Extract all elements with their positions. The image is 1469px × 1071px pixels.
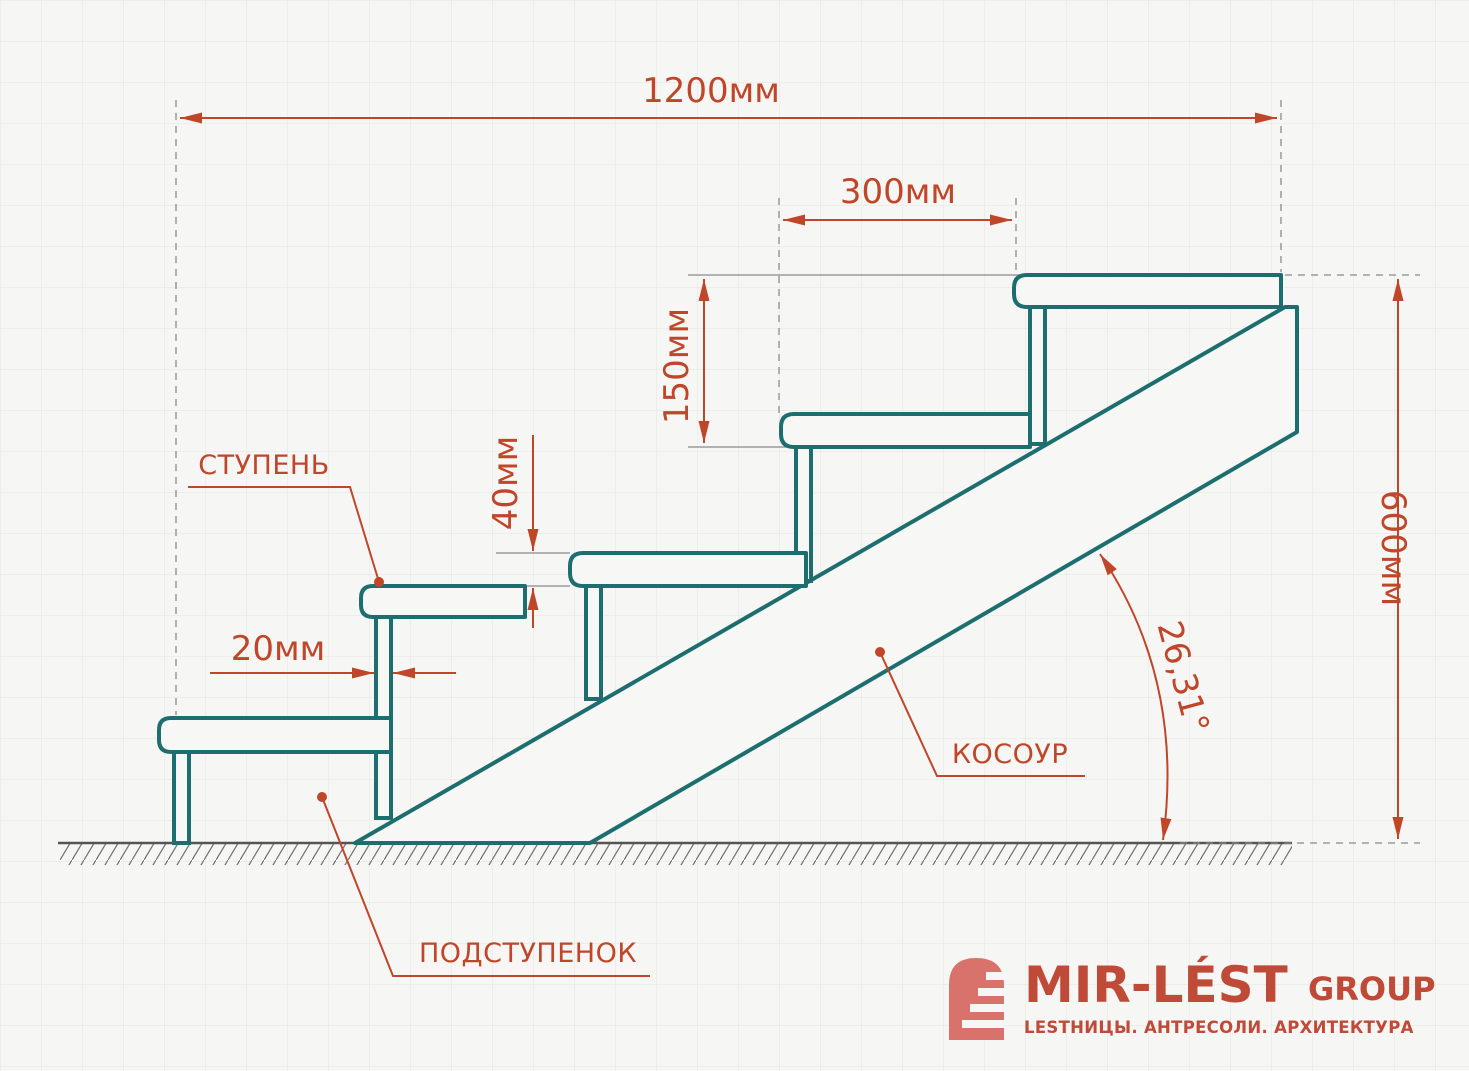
label-riser: ПОДСТУПЕНОК <box>419 938 637 969</box>
tread-leader-dot <box>374 577 384 587</box>
brand-tagline: LESTHИЦЫ. АНТРЕСОЛИ. АРХИТЕКТУРА <box>1024 1018 1414 1037</box>
brand-logo: MIR-LÉST GROUP LESTHИЦЫ. АНТРЕСОЛИ. АРХИ… <box>949 955 1436 1040</box>
ground <box>58 841 1292 865</box>
dim-tread-depth: 300мм <box>840 172 956 212</box>
brand-group: GROUP <box>1308 970 1436 1008</box>
extension-lines <box>175 100 1420 844</box>
stringer-leader-dot <box>875 647 885 657</box>
treads <box>157 273 1283 754</box>
logo-icon-steps <box>962 972 1004 1028</box>
dim-total-length: 1200мм <box>642 71 780 111</box>
tread-5 <box>1012 273 1283 309</box>
label-tread: СТУПЕНЬ <box>198 450 330 481</box>
riser-leader-dot <box>317 792 327 802</box>
brand-name: MIR-LÉST <box>1024 955 1288 1014</box>
tread-leader <box>188 486 380 583</box>
riser-post-2 <box>374 750 393 820</box>
leader-lines <box>188 486 1085 977</box>
riser-leader <box>321 796 650 977</box>
angle-arc <box>1099 553 1172 841</box>
stringer <box>353 305 1299 845</box>
dimension-arrows <box>180 112 1404 841</box>
dim-total-height: 600мм <box>1373 490 1413 606</box>
riser-2 <box>584 584 603 701</box>
dim-riser-thickness: 20мм <box>231 629 326 669</box>
tread-4 <box>779 412 1032 449</box>
dim-riser-height: 150мм <box>657 308 697 424</box>
riser-post-1 <box>172 750 191 845</box>
dim-tread-thickness: 40мм <box>486 436 526 531</box>
stringer-leader <box>879 651 1085 777</box>
riser-4 <box>1028 305 1047 446</box>
tread-3 <box>568 551 808 588</box>
tread-2 <box>359 584 527 619</box>
tread-1 <box>157 716 393 754</box>
label-stringer: КОСОУР <box>952 739 1068 770</box>
